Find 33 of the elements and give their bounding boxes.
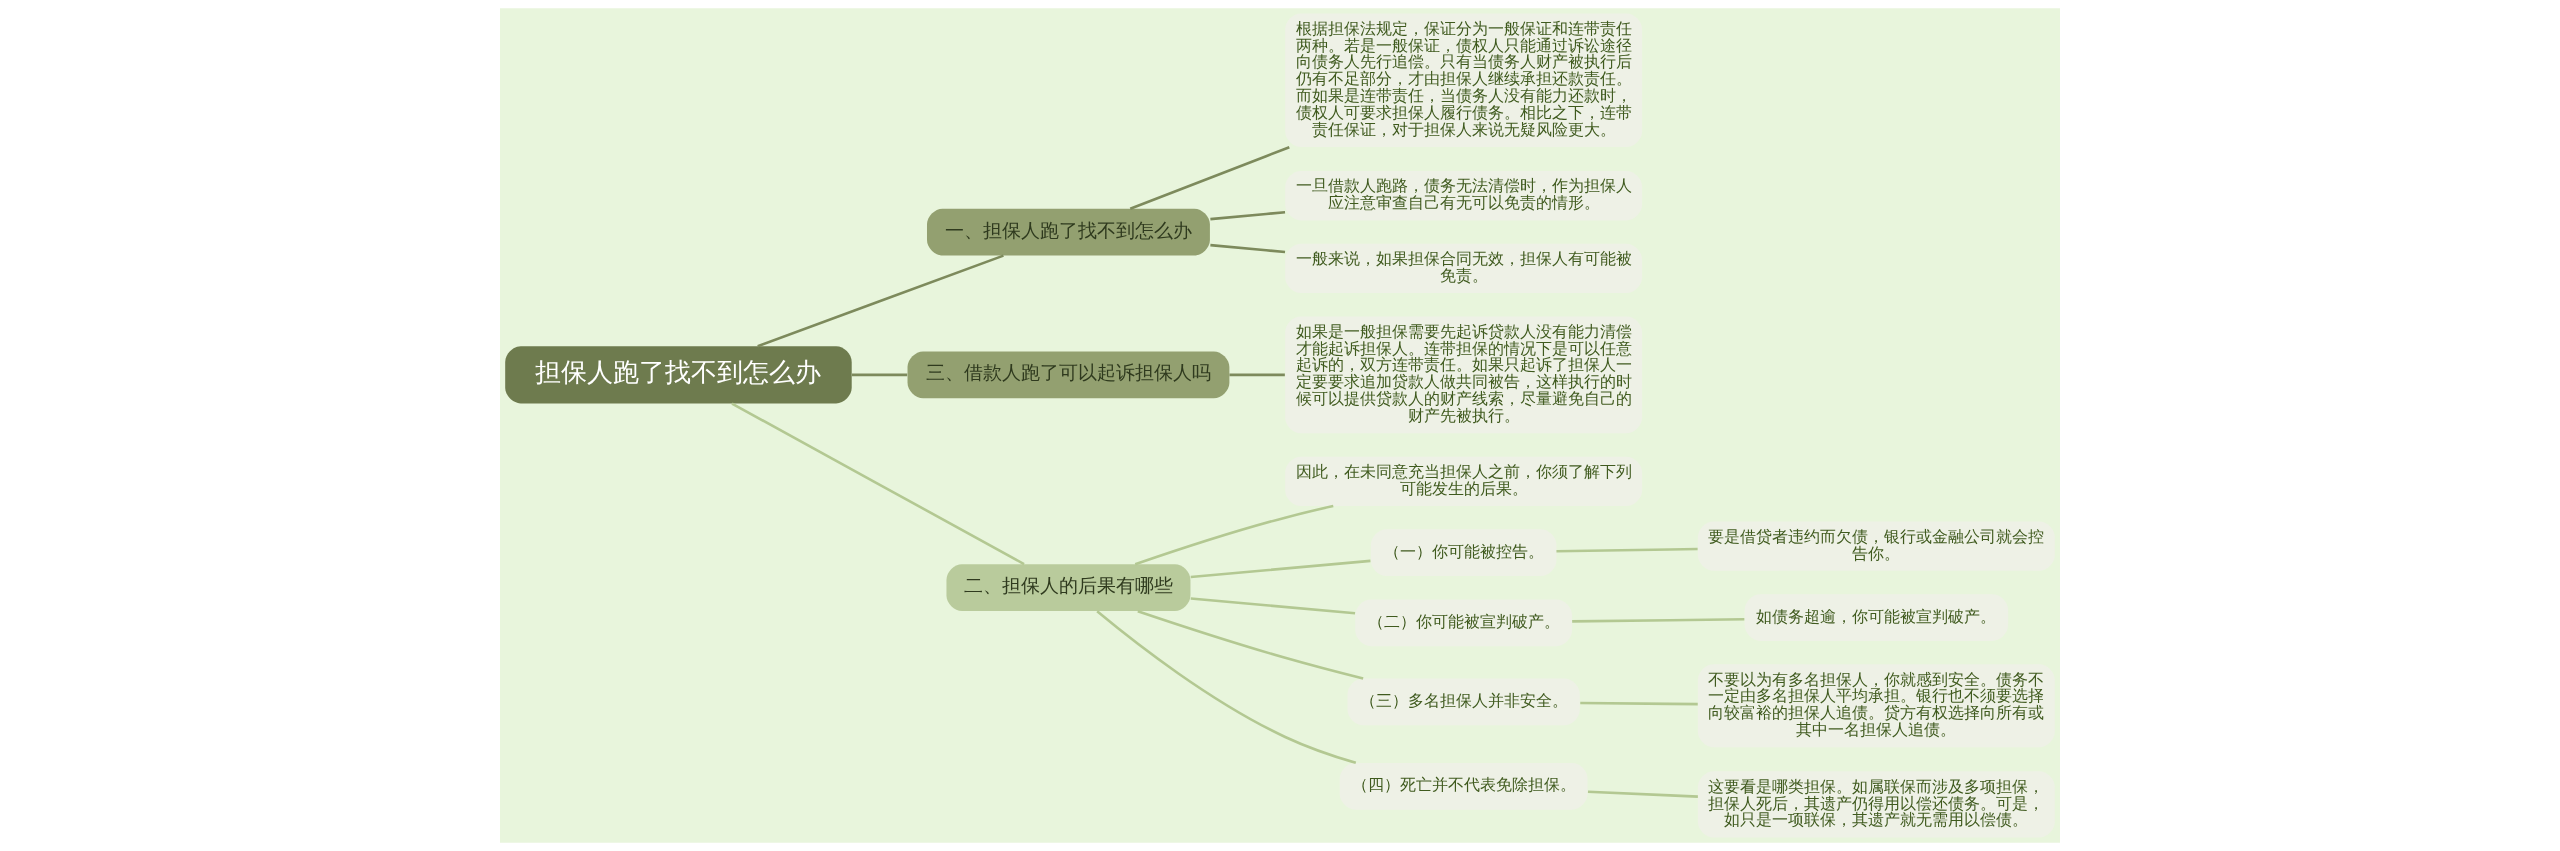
connector bbox=[1572, 617, 1745, 623]
connector bbox=[1096, 610, 1357, 765]
node-box: （三）多名担保人并非安全。 bbox=[1347, 678, 1580, 726]
node-box: 二、担保人的后果有哪些 bbox=[946, 564, 1191, 612]
node-box: 因此，在未同意充当担保人之前，你须了解下列可能发生的后果。 bbox=[1285, 456, 1643, 506]
connector bbox=[1210, 243, 1286, 254]
node-box: 要是借贷者违约而欠债，银行或金融公司就会控告你。 bbox=[1697, 521, 2055, 571]
node-box: 这要看是哪类担保。如属联保而涉及多项担保，担保人死后，其遗产仍得用以偿还债务。可是，如只是一项联保，其遗产就无需用以偿债。 bbox=[1697, 771, 2055, 838]
node-box: 如债务超逾，你可能被宣判破产。 bbox=[1744, 594, 2009, 641]
node-box: 一、担保人跑了找不到怎么办 bbox=[927, 208, 1210, 256]
node-box: （一）你可能被控告。 bbox=[1370, 529, 1557, 577]
connector bbox=[1190, 559, 1371, 579]
connector bbox=[1580, 701, 1698, 706]
connector bbox=[1229, 373, 1285, 377]
node-box: 根据担保法规定，保证分为一般保证和连带责任两种。若是一般保证，债权人只能通过诉讼途径向债务人先行追偿。只有当债务人财产被执行后仍有不足部分，才由担保人继续承担还款责任。而如果是连带责任，当债务人没有能力还款时，债权人可要求担保人履行债务。相比之下，连带责任保证，对于担保人来说无疑风险更大。 bbox=[1285, 13, 1643, 148]
connector bbox=[731, 402, 1025, 566]
node-box: （二）你可能被宣判破产。 bbox=[1355, 599, 1572, 647]
connector bbox=[1587, 790, 1698, 798]
node-box: （四）死亡并不代表免除担保。 bbox=[1339, 762, 1588, 810]
node-box: 一般来说，如果担保合同无效，担保人有可能被免责。 bbox=[1285, 243, 1643, 294]
node-box: 一旦借款人跑路，债务无法清偿时，作为担保人应注意审查自己有无可以免责的情形。 bbox=[1285, 171, 1643, 221]
connector bbox=[851, 373, 908, 377]
connector bbox=[1137, 610, 1364, 680]
node-box: 担保人跑了找不到怎么办 bbox=[505, 346, 852, 404]
connector bbox=[757, 254, 1004, 348]
node-box: 如果是一般担保需要先起诉贷款人没有能力清偿才能起诉担保人。连带担保的情况下是可以任意起诉的，双方连带责任。如果只起诉了担保人一定要要求追加贷款人做共同被告，这样执行的时候可以提供贷款人的财产线索，尽量避免自己的财产先被执行。 bbox=[1285, 316, 1643, 434]
connector bbox=[1129, 146, 1290, 210]
node-box: 三、借款人跑了可以起诉担保人吗 bbox=[907, 351, 1230, 399]
connector bbox=[1556, 547, 1698, 553]
connector bbox=[1210, 210, 1286, 221]
connector bbox=[1190, 597, 1356, 615]
node-box: 不要以为有多名担保人，你就感到安全。债务不一定由多名担保人平均承担。银行也不须要选择向较富裕的担保人追债。贷方有权选择向所有或其中一名担保人追债。 bbox=[1697, 664, 2055, 748]
connector bbox=[1134, 504, 1334, 566]
